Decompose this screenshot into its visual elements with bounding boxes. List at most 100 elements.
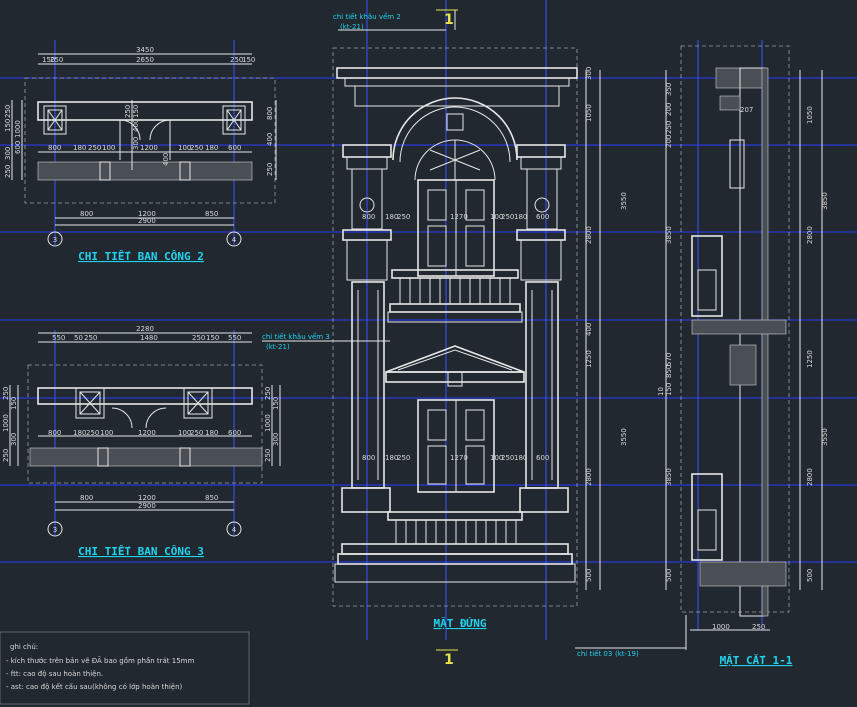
- callout-top: chi tiết khâu vểm 2: [333, 12, 401, 21]
- sec-dim-1: 1050: [806, 106, 814, 124]
- elev-dim-a-1: 300: [585, 67, 593, 80]
- d3-dim-mid-2: 180: [73, 429, 86, 437]
- d2-dim-bot-1: 800: [80, 210, 93, 218]
- d3-grid-3: 3: [53, 526, 57, 534]
- elevation-title: MẶT ĐỨNG: [434, 617, 487, 630]
- d3-dim-top-1: 550: [52, 334, 65, 342]
- d3-dim-mid-4: 100: [100, 429, 113, 437]
- lower-dim-4: 1270: [450, 454, 468, 462]
- section-callout: chi tiết 03: [577, 650, 612, 658]
- notes-line-2: - ftt: cao độ sau hoàn thiện.: [6, 670, 103, 678]
- d2-dim-inner-1: 250: [124, 105, 132, 118]
- d3-dim-mid-9: 600: [228, 429, 241, 437]
- d3-dim-mid-8: 180: [205, 429, 218, 437]
- section-title: MẶT CẮT 1-1: [720, 654, 793, 667]
- d3-dim-right-2: 150: [272, 397, 280, 410]
- detail-3-title: CHI TIẾT BAN CÔNG 3: [78, 545, 204, 558]
- d2-dim-left-5: 300: [4, 147, 12, 160]
- section-callout-ref: (kt-19): [615, 650, 639, 658]
- elev-dim-a-3: 3550: [620, 192, 628, 210]
- d2-dim-top-5: 150: [242, 56, 255, 64]
- upper-dim-8: 600: [536, 213, 549, 221]
- sec-bot-dim-2: 250: [752, 623, 765, 631]
- elev-dim-b-1: 350: [665, 83, 673, 96]
- d2-dim-mid-5: 1200: [140, 144, 158, 152]
- d2-dim-left-3: 1000: [14, 120, 22, 138]
- lower-dim-8: 600: [536, 454, 549, 462]
- d2-dim-mid-9: 600: [228, 144, 241, 152]
- d3-dim-top-3: 250: [84, 334, 97, 342]
- d3-dim-bot-1: 800: [80, 494, 93, 502]
- section-mark-top: 1: [444, 12, 454, 28]
- d3-dim-left-1: 250: [2, 387, 10, 400]
- section-top-dim: 207: [740, 106, 753, 114]
- d2-dim-mid-3: 250: [88, 144, 101, 152]
- d3-dim-mid-1: 800: [48, 429, 61, 437]
- detail-2-title: CHI TIẾT BAN CÔNG 2: [78, 250, 204, 263]
- d2-dim-top-4: 250: [230, 56, 243, 64]
- d2-dim-left-4: 600: [14, 141, 22, 154]
- d3-dim-right-5: 250: [264, 449, 272, 462]
- d2-dim-top-total: 3450: [136, 46, 154, 54]
- sec-bot-dim-1: 1000: [712, 623, 730, 631]
- elev-dim-b-7: 570: [665, 353, 673, 366]
- d2-dim-inner-5: 400: [162, 153, 170, 166]
- d2-dim-mid-4: 100: [102, 144, 115, 152]
- upper-dim-3: 250: [397, 213, 410, 221]
- balcony-detail-2: 3450 150 250 2650 250 150 800 180 250 10…: [4, 46, 277, 263]
- d2-dim-inner-2: 150: [132, 105, 140, 118]
- notes-block: ghi chú: - kích thước trên bản vẽ ĐÃ bao…: [0, 631, 250, 705]
- d3-dim-bot-total: 2900: [138, 502, 156, 510]
- upper-dim-2: 180: [385, 213, 398, 221]
- d3-dim-top-7: 550: [228, 334, 241, 342]
- d2-dim-inner-3: 400: [132, 119, 140, 132]
- d2-dim-left-2: 150: [4, 119, 12, 132]
- elev-dim-b-3: 250: [665, 121, 673, 134]
- elev-dim-b-9: 150: [665, 383, 673, 396]
- d2-dim-bot-2: 1200: [138, 210, 156, 218]
- d3-dim-top-4: 1480: [140, 334, 158, 342]
- sec-dim-2: 3850: [821, 192, 829, 210]
- d2-dim-left-6: 250: [4, 165, 12, 178]
- elev-dim-a-6: 1250: [585, 350, 593, 368]
- d2-dim-bot-3: 850: [205, 210, 218, 218]
- lower-dim-3: 250: [397, 454, 410, 462]
- sec-dim-5: 3550: [821, 428, 829, 446]
- sec-dim-4: 1250: [806, 350, 814, 368]
- elev-dim-a-8: 2800: [585, 468, 593, 486]
- upper-dim-1: 800: [362, 213, 375, 221]
- d3-dim-right-1: 250: [264, 387, 272, 400]
- d3-grid-4: 4: [232, 526, 237, 534]
- notes-line-1: - kích thước trên bản vẽ ĐÃ bao gồm phần…: [6, 656, 195, 665]
- d2-dim-mid-2: 180: [73, 144, 86, 152]
- d3-dim-mid-3: 250: [86, 429, 99, 437]
- elev-dim-a-5: 400: [585, 323, 593, 336]
- front-elevation: 1 chi tiết khâu vểm 2 (kt-21) 800: [262, 9, 673, 668]
- lower-dim-1: 800: [362, 454, 375, 462]
- elev-dim-b-11: 500: [665, 569, 673, 582]
- d3-dim-top-2: 50: [74, 334, 83, 342]
- d2-dim-mid-8: 180: [205, 144, 218, 152]
- d3-dim-left-5: 250: [2, 449, 10, 462]
- d3-dim-left-3: 1000: [2, 414, 10, 432]
- sec-dim-3: 2800: [806, 226, 814, 244]
- elev-dim-a-7: 3550: [620, 428, 628, 446]
- elev-dim-a-4: 2800: [585, 226, 593, 244]
- elev-dim-b-8: 10: [657, 387, 665, 396]
- d2-dim-mid-1: 800: [48, 144, 61, 152]
- d3-dim-mid-7: 250: [190, 429, 203, 437]
- upper-dim-7: 180: [514, 213, 527, 221]
- d2-dim-left-1: 250: [4, 105, 12, 118]
- notes-line-3: - ast: cao độ kết cấu sau(không có lớp h…: [6, 683, 183, 691]
- d2-dim-bot-total: 2900: [138, 217, 156, 225]
- d2-dim-top-2: 250: [50, 56, 63, 64]
- sec-dim-6: 2800: [806, 468, 814, 486]
- d2-dim-mid-7: 250: [190, 144, 203, 152]
- d3-dim-right-3: 1000: [264, 414, 272, 432]
- d3-dim-bot-3: 850: [205, 494, 218, 502]
- elev-dim-b-2: 200: [665, 103, 673, 116]
- d3-dim-top-6: 150: [206, 334, 219, 342]
- balcony-detail-3: 2280 550 50 250 1480 250 150 550 800 180…: [2, 325, 281, 558]
- lower-dim-7: 180: [514, 454, 527, 462]
